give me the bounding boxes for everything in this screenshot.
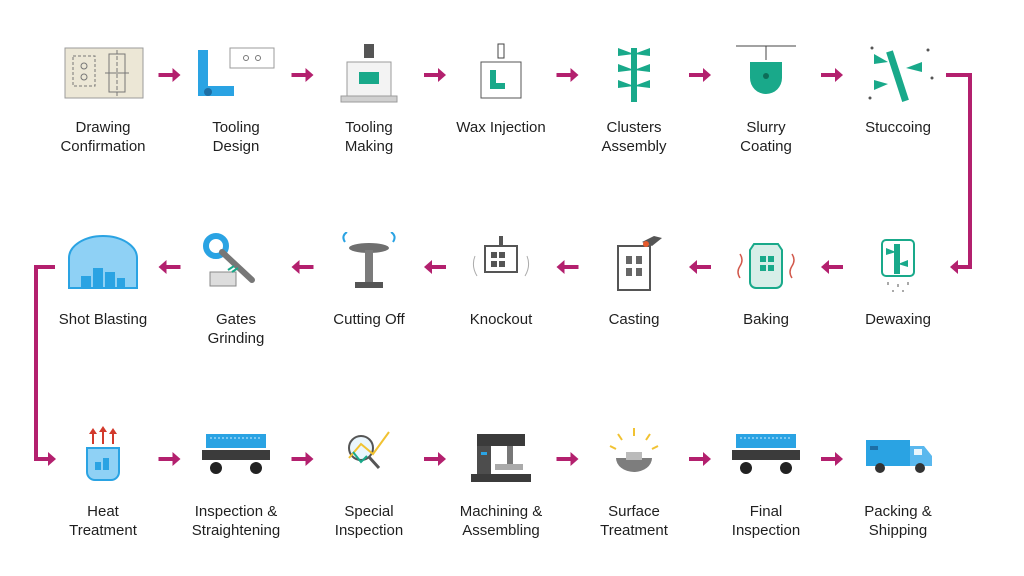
cluster-tree-icon <box>618 48 650 102</box>
step-label: Knockout <box>469 311 533 328</box>
step-casting: Casting <box>568 232 700 329</box>
grinder-icon <box>203 233 255 287</box>
heat-treatment-icon <box>86 426 120 481</box>
step-label: Cutting Off <box>333 311 405 328</box>
wax-injection-icon <box>480 43 522 99</box>
step-label: Stuccoing <box>865 119 931 136</box>
flow-arrowhead <box>821 260 829 274</box>
flow-arrowhead <box>703 68 711 82</box>
step-label: Casting <box>608 311 660 328</box>
flow-arrowhead <box>556 260 565 274</box>
step-label: Shot Blasting <box>58 311 148 328</box>
flow-arrowhead <box>172 452 181 466</box>
flow-arrowhead <box>438 68 446 82</box>
step-dewaxing: Dewaxing <box>832 232 964 329</box>
step-label: Packing &Shipping <box>864 503 932 539</box>
step-truck: Packing &Shipping <box>832 424 964 540</box>
flow-arrowhead <box>172 68 181 82</box>
magnifier-chart-icon <box>348 431 390 470</box>
step-wax-injection: Wax Injection <box>435 40 567 137</box>
surface-bowl-icon <box>609 428 659 472</box>
step-label: Wax Injection <box>456 119 546 136</box>
step-cutting-table: Cutting Off <box>303 232 435 329</box>
step-label: Machining &Assembling <box>459 503 543 539</box>
flow-arrowhead <box>703 452 711 466</box>
flow-arrowhead <box>291 260 300 274</box>
machine-tool-icon <box>471 434 531 482</box>
press-icon <box>340 44 398 103</box>
connector-row2-to-row3 <box>34 265 55 461</box>
flow-arrowhead <box>689 260 697 274</box>
flow-arrowhead <box>158 260 167 274</box>
cutting-table-icon <box>342 232 396 288</box>
step-inspection-cart: Inspection &Straightening <box>170 424 302 540</box>
step-label: Inspection &Straightening <box>191 503 281 539</box>
casting-icon <box>617 236 662 291</box>
stucco-tree-icon <box>868 46 934 102</box>
flow-arrowhead <box>835 68 843 82</box>
flow-arrowhead <box>570 452 579 466</box>
connector-row1-to-row2 <box>946 73 972 269</box>
flow-arrowhead <box>438 452 446 466</box>
flow-arrowhead <box>305 452 314 466</box>
final-cart-icon <box>732 434 800 474</box>
dewaxing-icon <box>881 239 915 292</box>
tooling-design-icon <box>198 47 275 96</box>
slurry-bowl-icon <box>736 45 796 94</box>
flow-arrowhead <box>835 452 843 466</box>
flow-arrowhead <box>570 68 579 82</box>
flow-arrowhead <box>305 68 314 82</box>
blueprint-icon <box>64 47 144 99</box>
flow-arrowhead <box>424 260 432 274</box>
step-machine-tool: Machining &Assembling <box>435 424 567 540</box>
step-shot-blasting: Shot Blasting <box>37 232 169 329</box>
step-baking: Baking <box>700 232 832 329</box>
step-knockout: Knockout <box>435 232 567 329</box>
step-stucco-tree: Stuccoing <box>832 40 964 137</box>
shot-blasting-icon <box>68 235 138 289</box>
truck-icon <box>866 440 932 473</box>
connector-arrowhead <box>48 452 56 466</box>
inspection-cart-icon <box>202 434 270 474</box>
step-label: Dewaxing <box>865 311 931 328</box>
connector-arrowhead <box>950 260 958 274</box>
baking-icon <box>737 243 795 289</box>
knockout-icon <box>472 236 530 277</box>
step-label: Baking <box>743 311 789 328</box>
